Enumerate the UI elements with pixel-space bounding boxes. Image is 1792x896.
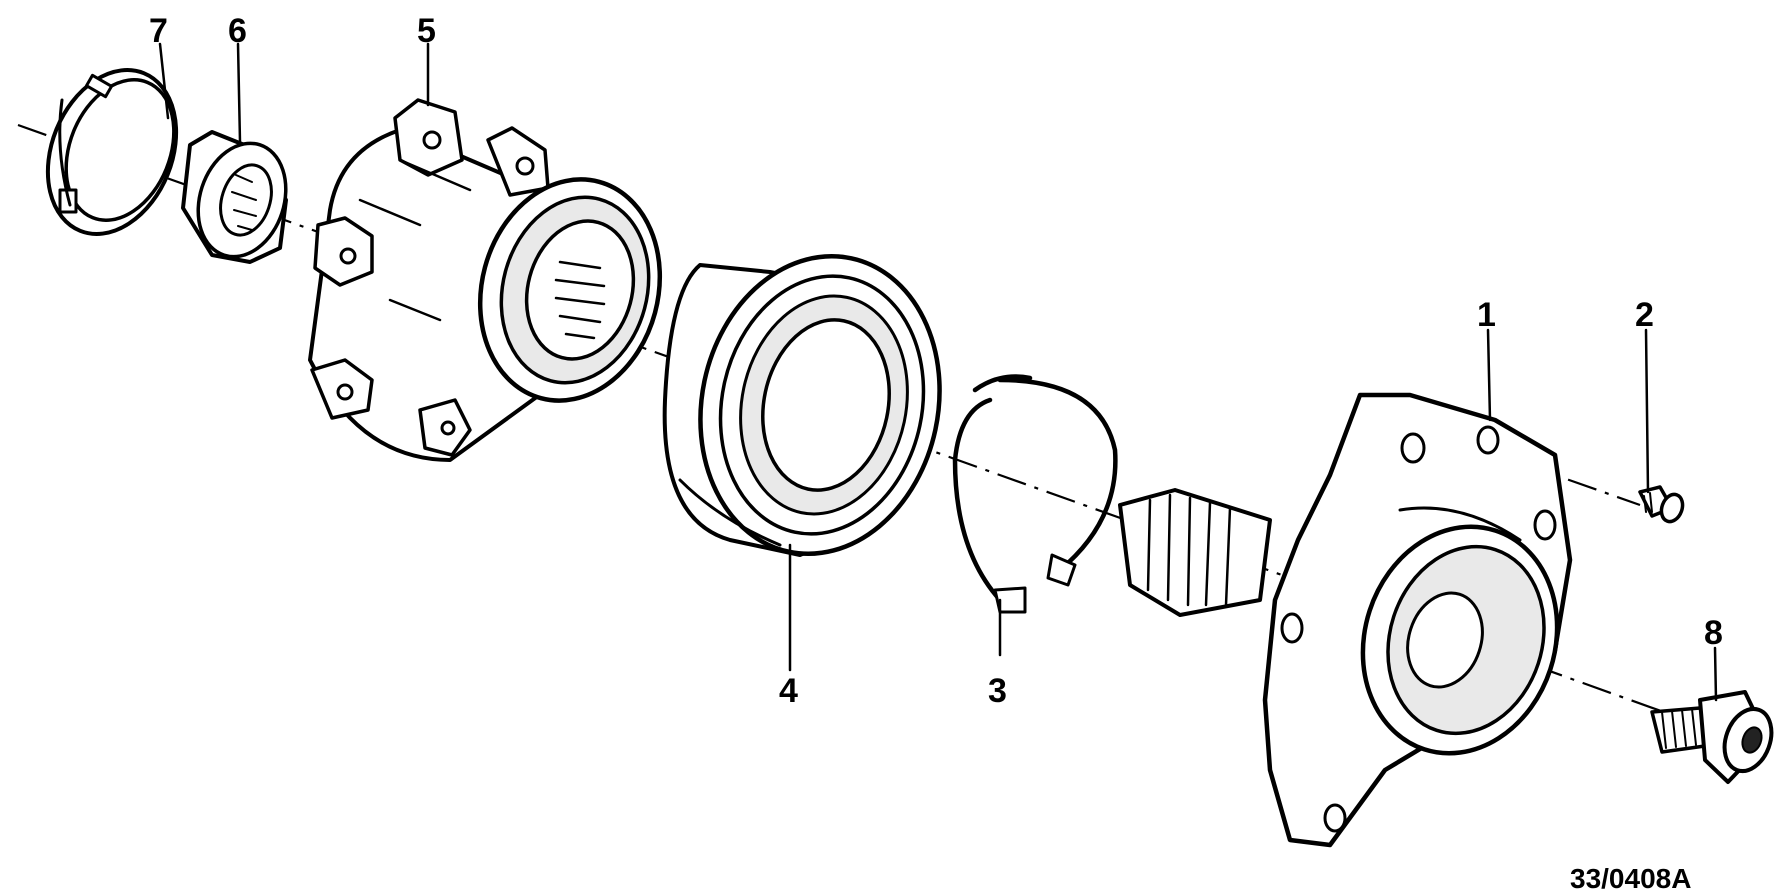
callout-2: 2 (1635, 296, 1654, 334)
callout-4: 4 (779, 672, 798, 710)
part-1-drive-flange (1118, 392, 1573, 848)
callout-1: 1 (1477, 296, 1496, 334)
part-2-small-bolt (1638, 485, 1685, 524)
leader-lines (158, 42, 1718, 702)
part-7-lock-washer (45, 68, 179, 236)
reference-number: 33/0408A (1570, 863, 1691, 894)
callout-labels: 7 6 5 4 3 1 2 8 (149, 12, 1723, 710)
part-6-nut (181, 130, 288, 264)
part-4-bearing (662, 253, 942, 557)
callout-6: 6 (228, 12, 247, 50)
callout-7: 7 (149, 12, 168, 50)
part-5-hub-housing (308, 98, 663, 462)
callout-5: 5 (417, 12, 436, 50)
callout-8: 8 (1704, 614, 1723, 652)
callout-3: 3 (988, 672, 1007, 710)
part-3-circlip (952, 374, 1118, 614)
part-8-cap-screw (1650, 690, 1774, 784)
